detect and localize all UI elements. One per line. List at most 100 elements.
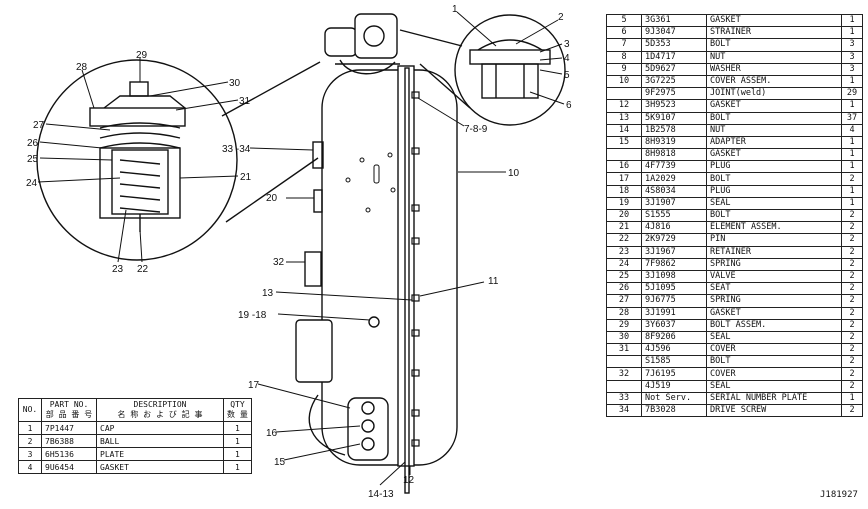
part-number: 7J6195 bbox=[641, 367, 707, 381]
part-quantity: 2 bbox=[841, 403, 863, 418]
part-description: GASKET bbox=[706, 99, 842, 113]
part-number: 9J3047 bbox=[641, 26, 707, 40]
part-quantity: 2 bbox=[841, 269, 863, 284]
part-quantity: 2 bbox=[841, 294, 863, 308]
part-number-index: 8 bbox=[606, 50, 642, 64]
part-number: 9F2975 bbox=[641, 87, 707, 101]
part-number-index: 4 bbox=[18, 460, 42, 474]
part-quantity: 2 bbox=[841, 343, 863, 357]
callout-19-18: 19 -18 bbox=[238, 310, 267, 321]
part-number-index: 12 bbox=[606, 99, 642, 113]
part-number: 3J1991 bbox=[641, 306, 707, 320]
part-description: SERIAL NUMBER PLATE bbox=[706, 391, 842, 406]
callout-24: 24 bbox=[26, 178, 38, 189]
callout-17: 17 bbox=[248, 380, 260, 391]
callout-32: 32 bbox=[273, 257, 285, 268]
part-quantity: 1 bbox=[841, 184, 863, 198]
part-description: SEAL bbox=[706, 379, 842, 393]
part-number: 5K9107 bbox=[641, 111, 707, 125]
part-description: BOLT bbox=[706, 172, 842, 186]
callout-15: 15 bbox=[274, 457, 286, 468]
part-quantity: 2 bbox=[841, 221, 863, 235]
part-number-index: 33 bbox=[606, 391, 642, 406]
part-number: 9J6775 bbox=[641, 294, 707, 308]
part-number-index: 10 bbox=[606, 74, 642, 89]
part-number: 6H5136 bbox=[41, 447, 97, 461]
part-description: GASKET bbox=[706, 13, 842, 28]
part-quantity: 1 bbox=[223, 421, 252, 435]
part-number-index: 27 bbox=[606, 294, 642, 308]
part-number-index: 18 bbox=[606, 184, 642, 198]
part-number-index: 29 bbox=[606, 318, 642, 332]
housing-holes bbox=[345, 152, 396, 213]
callout-4: 4 bbox=[564, 53, 570, 64]
part-number-index: 34 bbox=[606, 403, 642, 418]
part-number: Not Serv. bbox=[641, 391, 707, 406]
part-description: SPRING bbox=[706, 257, 842, 271]
callout-33-34: 33 -34 bbox=[222, 144, 251, 155]
header-part-no-en: PART NO. bbox=[49, 400, 89, 409]
header-description: DESCRIPTION 名 称 お よ び 記 事 bbox=[96, 398, 224, 422]
part-quantity: 1 bbox=[841, 148, 863, 162]
part-description: BOLT bbox=[706, 111, 842, 125]
part-number-index: 6 bbox=[606, 26, 642, 40]
callout-29: 29 bbox=[136, 50, 148, 61]
part-number: 8H9319 bbox=[641, 135, 707, 150]
part-number: S1555 bbox=[641, 208, 707, 223]
part-description: COVER bbox=[706, 367, 842, 381]
callout-7-8-9: 7-8-9 bbox=[464, 124, 488, 135]
part-number-index: 26 bbox=[606, 282, 642, 296]
callout-5: 5 bbox=[564, 70, 570, 81]
part-number: 3J1098 bbox=[641, 269, 707, 284]
callout-25: 25 bbox=[27, 154, 39, 165]
part-number-index: 31 bbox=[606, 343, 642, 357]
part-number-index: 7 bbox=[606, 38, 642, 52]
part-number: 5D9627 bbox=[641, 62, 707, 76]
drawing-reference-number: J181927 bbox=[820, 490, 858, 500]
part-number-index: 28 bbox=[606, 306, 642, 320]
part-description: COVER bbox=[706, 343, 842, 357]
header-qty-en: QTY bbox=[230, 400, 245, 409]
strainer-detail-view bbox=[399, 14, 566, 126]
part-number-index: 3 bbox=[18, 447, 42, 461]
part-quantity: 4 bbox=[841, 123, 863, 137]
parts-table-left: NO. PART NO. 部 品 番 号 DESCRIPTION 名 称 お よ… bbox=[18, 398, 252, 474]
part-description: RETAINER bbox=[706, 245, 842, 259]
part-number-index: 13 bbox=[606, 111, 642, 125]
part-number-index bbox=[606, 355, 642, 369]
callout-21: 21 bbox=[240, 172, 252, 183]
part-quantity: 1 bbox=[841, 74, 863, 89]
part-number-index: 1 bbox=[18, 421, 42, 435]
part-number-index: 32 bbox=[606, 367, 642, 381]
part-description: GASKET bbox=[96, 460, 224, 474]
part-number-index: 9 bbox=[606, 62, 642, 76]
part-number: 3J1907 bbox=[641, 196, 707, 211]
leader-lines bbox=[37, 11, 565, 486]
part-number-index: 25 bbox=[606, 269, 642, 284]
part-number-index: 16 bbox=[606, 160, 642, 174]
callout-30: 30 bbox=[229, 78, 241, 89]
callout-13: 13 bbox=[262, 288, 274, 299]
part-quantity: 29 bbox=[841, 87, 863, 101]
part-description: COVER ASSEM. bbox=[706, 74, 842, 89]
callout-10: 10 bbox=[508, 168, 520, 179]
part-quantity: 2 bbox=[841, 330, 863, 345]
part-quantity: 1 bbox=[223, 460, 252, 474]
part-quantity: 1 bbox=[841, 391, 863, 406]
